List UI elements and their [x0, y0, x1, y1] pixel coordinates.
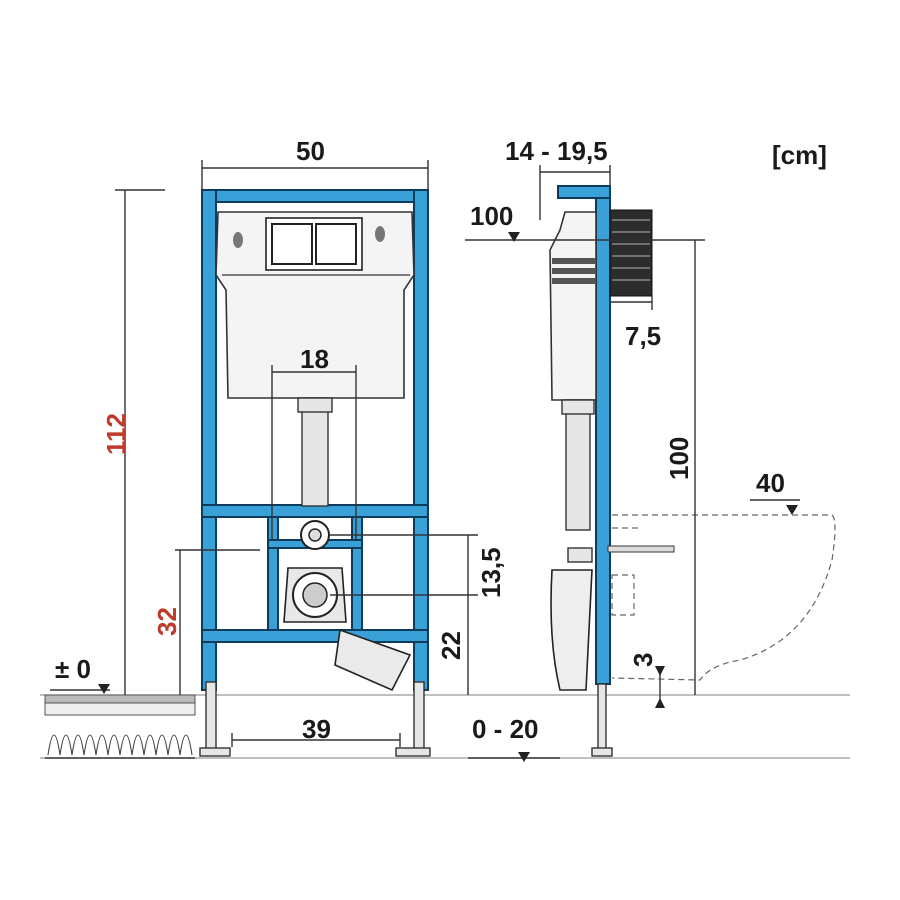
cistern-side [549, 209, 675, 691]
flush-plate [265, 217, 363, 271]
toilet-bowl-outline [611, 514, 836, 681]
dim-support-height: 32 [152, 607, 182, 636]
dim-drain-height: 22 [436, 631, 466, 660]
dimension-lines [50, 160, 800, 762]
dim-total-height: 112 [101, 413, 131, 455]
dim-foot-spacing: 39 [302, 714, 331, 744]
dim-offset: 7,5 [625, 321, 661, 351]
flush-button-right [315, 223, 357, 265]
dim-bowl-gap: 3 [628, 653, 658, 667]
cistern-front [215, 211, 415, 507]
drain-fittings-front [283, 520, 412, 692]
side-frame [557, 185, 613, 757]
dim-frame-width: 50 [296, 136, 325, 166]
dim-bowl-height: 40 [756, 468, 785, 498]
dim-button-height: 100 [664, 437, 694, 480]
dim-floor-build-up: 0 - 20 [472, 714, 539, 744]
flush-button-left [271, 223, 313, 265]
dim-floor-zero: ± 0 [55, 654, 91, 684]
dim-reference-100: 100 [470, 201, 513, 231]
dim-pipe-spacing: 18 [300, 344, 329, 374]
dim-outlet-offset: 13,5 [476, 547, 506, 598]
unit-label: [cm] [772, 140, 827, 170]
floor-insulation-pattern [47, 734, 193, 756]
floor [40, 694, 850, 759]
dim-depth-range: 14 - 19,5 [505, 136, 608, 166]
